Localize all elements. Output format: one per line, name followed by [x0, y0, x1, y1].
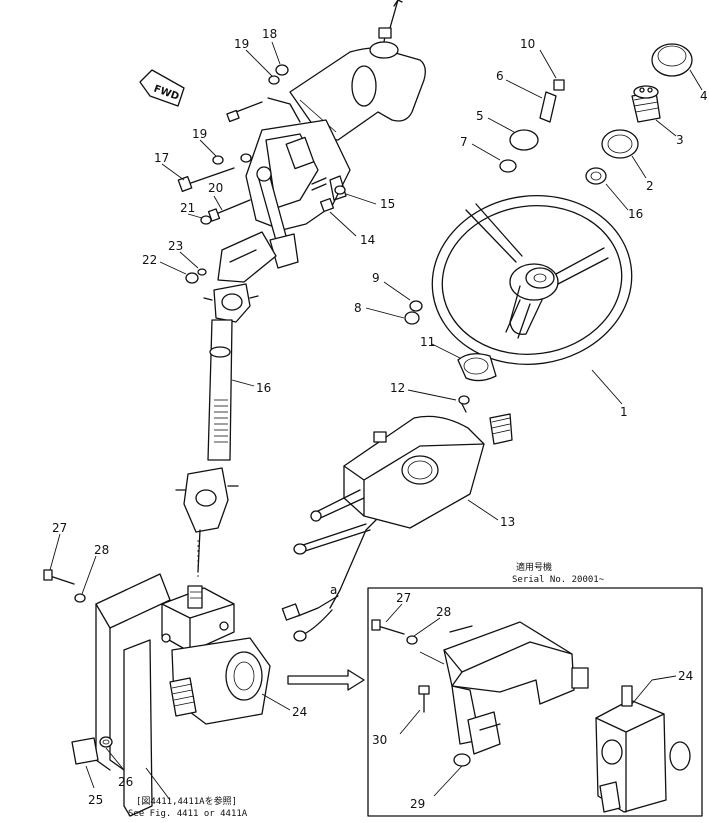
reference-jp: [図4411,4411Aを参照] [136, 795, 237, 807]
part-label-22: 22 [142, 253, 157, 267]
inset-serial-text: Serial No. 20001~ [512, 575, 605, 585]
part-label-20: 20 [208, 181, 223, 195]
part-label-27-inset: 27 [396, 591, 411, 605]
part-label-14: 14 [360, 233, 375, 247]
part-label-9: 9 [372, 271, 380, 285]
inset-serial-jp: 適用号機 [516, 561, 552, 573]
part-label-26: 26 [118, 775, 133, 789]
part-label-13: 13 [500, 515, 515, 529]
part-label-28-main: 28 [94, 543, 109, 557]
part-label-2: 2 [646, 179, 654, 193]
part-label-4: 4 [700, 89, 708, 103]
part-label-21: 21 [180, 201, 195, 215]
turn-signal-switch [281, 413, 513, 642]
part-label-11: 11 [420, 335, 435, 349]
wire-label-a: a [330, 583, 337, 597]
part-label-19-top: 19 [234, 37, 249, 51]
part-label-16: 16 [628, 207, 643, 221]
part-label-25: 25 [88, 793, 103, 807]
part-label-24-inset: 24 [678, 669, 693, 683]
steering-gearbox-main [43, 569, 271, 817]
part-label-15: 15 [380, 197, 395, 211]
part-label-24-main: 24 [292, 705, 307, 719]
part-label-27-main: 27 [52, 521, 67, 535]
part-label-28-inset: 28 [436, 605, 451, 619]
reference-text: See Fig. 4411 or 4411A [128, 809, 248, 819]
part-label-29: 29 [410, 797, 425, 811]
part-label-8: 8 [354, 301, 362, 315]
part-label-5: 5 [476, 109, 484, 123]
fwd-arrow: FWD [139, 69, 185, 107]
part-label-12: 12 [390, 381, 405, 395]
part-label-7: 7 [460, 135, 468, 149]
part-label-30: 30 [372, 733, 387, 747]
inset-arrow [287, 669, 365, 691]
part-label-17: 17 [154, 151, 169, 165]
part-label-10: 10 [520, 37, 535, 51]
part-label-19-mid: 19 [192, 127, 207, 141]
part-label-6: 6 [496, 69, 504, 83]
part-label-3: 3 [676, 133, 684, 147]
intermediate-shaft [175, 319, 239, 580]
part-label-23: 23 [168, 239, 183, 253]
part-label-16-shaft: 16 [256, 381, 271, 395]
inset-box [367, 587, 703, 817]
part-labels: 1 2 3 4 5 6 7 8 9 10 11 12 13 14 15 16 1… [52, 27, 708, 819]
leader-lines [49, 41, 703, 801]
steering-wheel [431, 195, 633, 365]
part-label-18: 18 [262, 27, 277, 41]
steering-column [177, 0, 426, 323]
horn-parts [404, 43, 693, 413]
part-label-1: 1 [620, 405, 628, 419]
